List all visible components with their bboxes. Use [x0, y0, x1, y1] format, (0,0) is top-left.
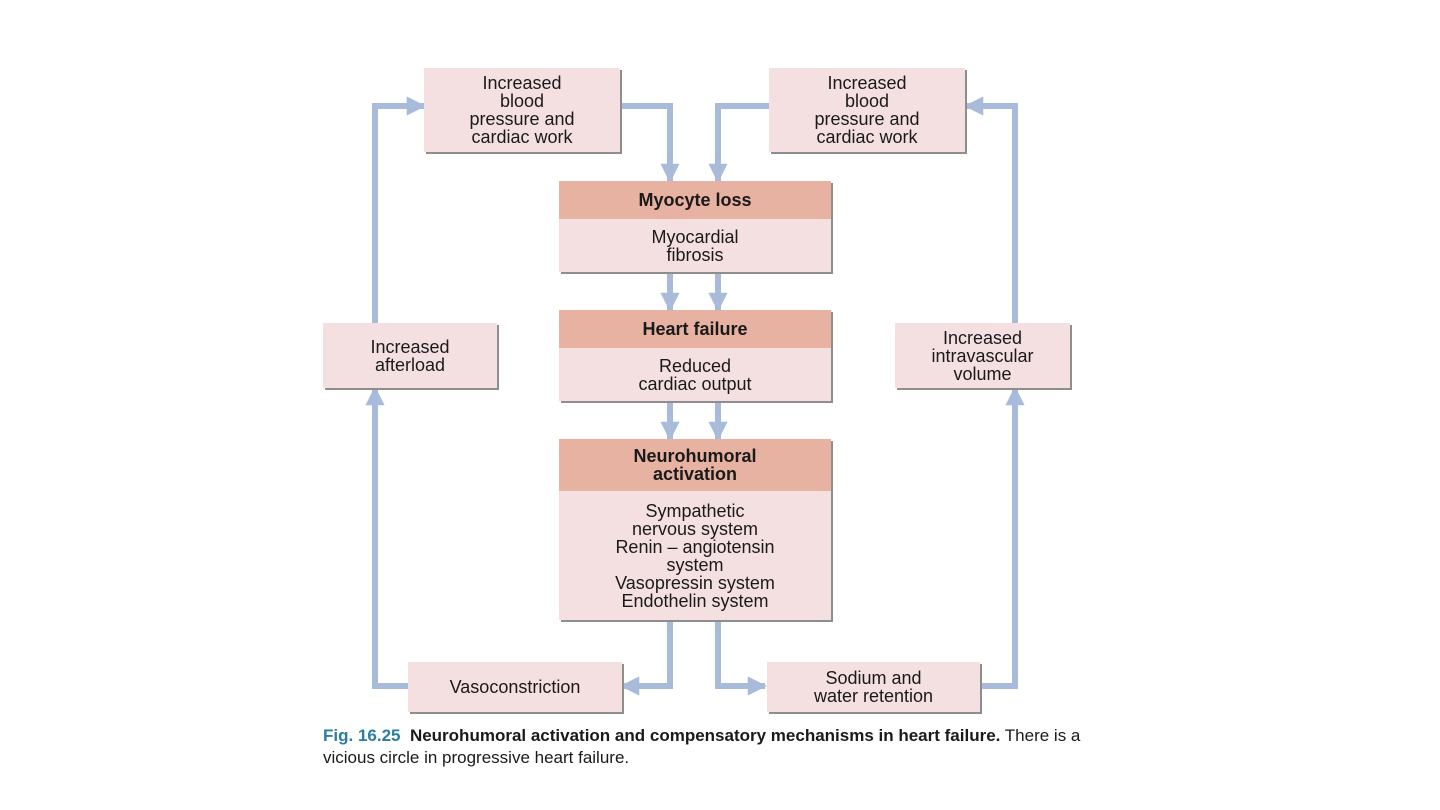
box-myocyte-loss-title: Myocyte loss — [559, 181, 831, 219]
box-line: Increased — [827, 73, 907, 93]
box-line: pressure and — [469, 109, 575, 129]
box-line: Increased — [942, 327, 1023, 348]
box-title-line: Myocyte loss — [638, 190, 752, 210]
box-title-line: Neurohumoral — [633, 446, 757, 466]
box-increased-afterload: Increased afterload — [323, 323, 497, 388]
box-line: Vasoconstriction — [449, 677, 581, 697]
box-line: system — [666, 554, 724, 575]
box-sodium-water-retention: Sodium and water retention — [767, 662, 980, 712]
box-line: Increased — [370, 336, 450, 357]
box-line: pressure and — [814, 109, 920, 129]
box-line: Vasopressin system — [615, 572, 775, 593]
box-neurohumoral-activation: Neurohumoral activation Sympathetic nerv… — [559, 439, 831, 620]
box-line: fibrosis — [666, 244, 724, 265]
box-increased-intravascular-volume: Increased intravascular volume — [895, 323, 1070, 388]
arrow-neuro-to-sodium — [715, 620, 767, 696]
box-line: intravascular — [931, 345, 1034, 366]
figure-caption: Fig. 16.25 Neurohumoral activation and c… — [323, 725, 1083, 769]
box-increased-bp-right: Increased blood pressure and cardiac wor… — [769, 68, 965, 152]
box-line: volume — [953, 363, 1012, 384]
box-title-line: activation — [652, 464, 738, 484]
figure-number: Fig. 16.25 — [323, 726, 401, 745]
arrow-afterload-to-topleft — [372, 96, 426, 323]
arrow-topright-to-myocyte — [708, 103, 769, 183]
box-title-line: Heart failure — [642, 319, 748, 339]
box-line: blood — [844, 91, 890, 111]
box-myocyte-loss: Myocyte loss Myocardial fibrosis — [559, 181, 831, 272]
box-vasoconstriction: Vasoconstriction — [408, 662, 622, 712]
box-line: afterload — [374, 354, 446, 375]
box-heart-failure: Heart failure Reduced cardiac output — [559, 310, 831, 401]
box-heart-failure-title: Heart failure — [559, 310, 831, 348]
box-neurohumoral-body: Sympathetic nervous system Renin – angio… — [559, 491, 831, 620]
arrow-vasoconstriction-to-afterload — [365, 386, 408, 689]
box-line: cardiac output — [638, 373, 752, 394]
box-line: Endothelin system — [621, 590, 769, 611]
box-line: nervous system — [631, 518, 759, 539]
box-line: water retention — [813, 686, 934, 706]
box-neurohumoral-title: Neurohumoral activation — [559, 439, 831, 491]
box-myocyte-loss-body: Myocardial fibrosis — [559, 219, 831, 272]
box-line: cardiac work — [816, 127, 918, 147]
arrow-intravascular-to-topright — [964, 96, 1018, 323]
figure-title: Neurohumoral activation and compensatory… — [409, 726, 1001, 745]
arrow-sodium-to-intravascular — [982, 386, 1025, 689]
box-line: Renin – angiotensin — [615, 536, 775, 557]
box-increased-bp-left: Increased blood pressure and cardiac wor… — [424, 68, 620, 152]
box-line: Sympathetic — [645, 500, 745, 521]
box-heart-failure-body: Reduced cardiac output — [559, 348, 831, 401]
box-line: Increased — [482, 73, 562, 93]
box-line: cardiac work — [471, 127, 573, 147]
box-line: Myocardial — [651, 226, 739, 247]
box-line: blood — [499, 91, 545, 111]
box-line: Sodium and — [825, 668, 922, 688]
arrow-neuro-to-vasoconstriction — [620, 620, 673, 696]
figure-caption-text: There is a vicious circle in progressive… — [323, 726, 1081, 767]
arrow-topleft-to-myocyte — [620, 103, 680, 183]
box-line: Reduced — [658, 355, 732, 376]
